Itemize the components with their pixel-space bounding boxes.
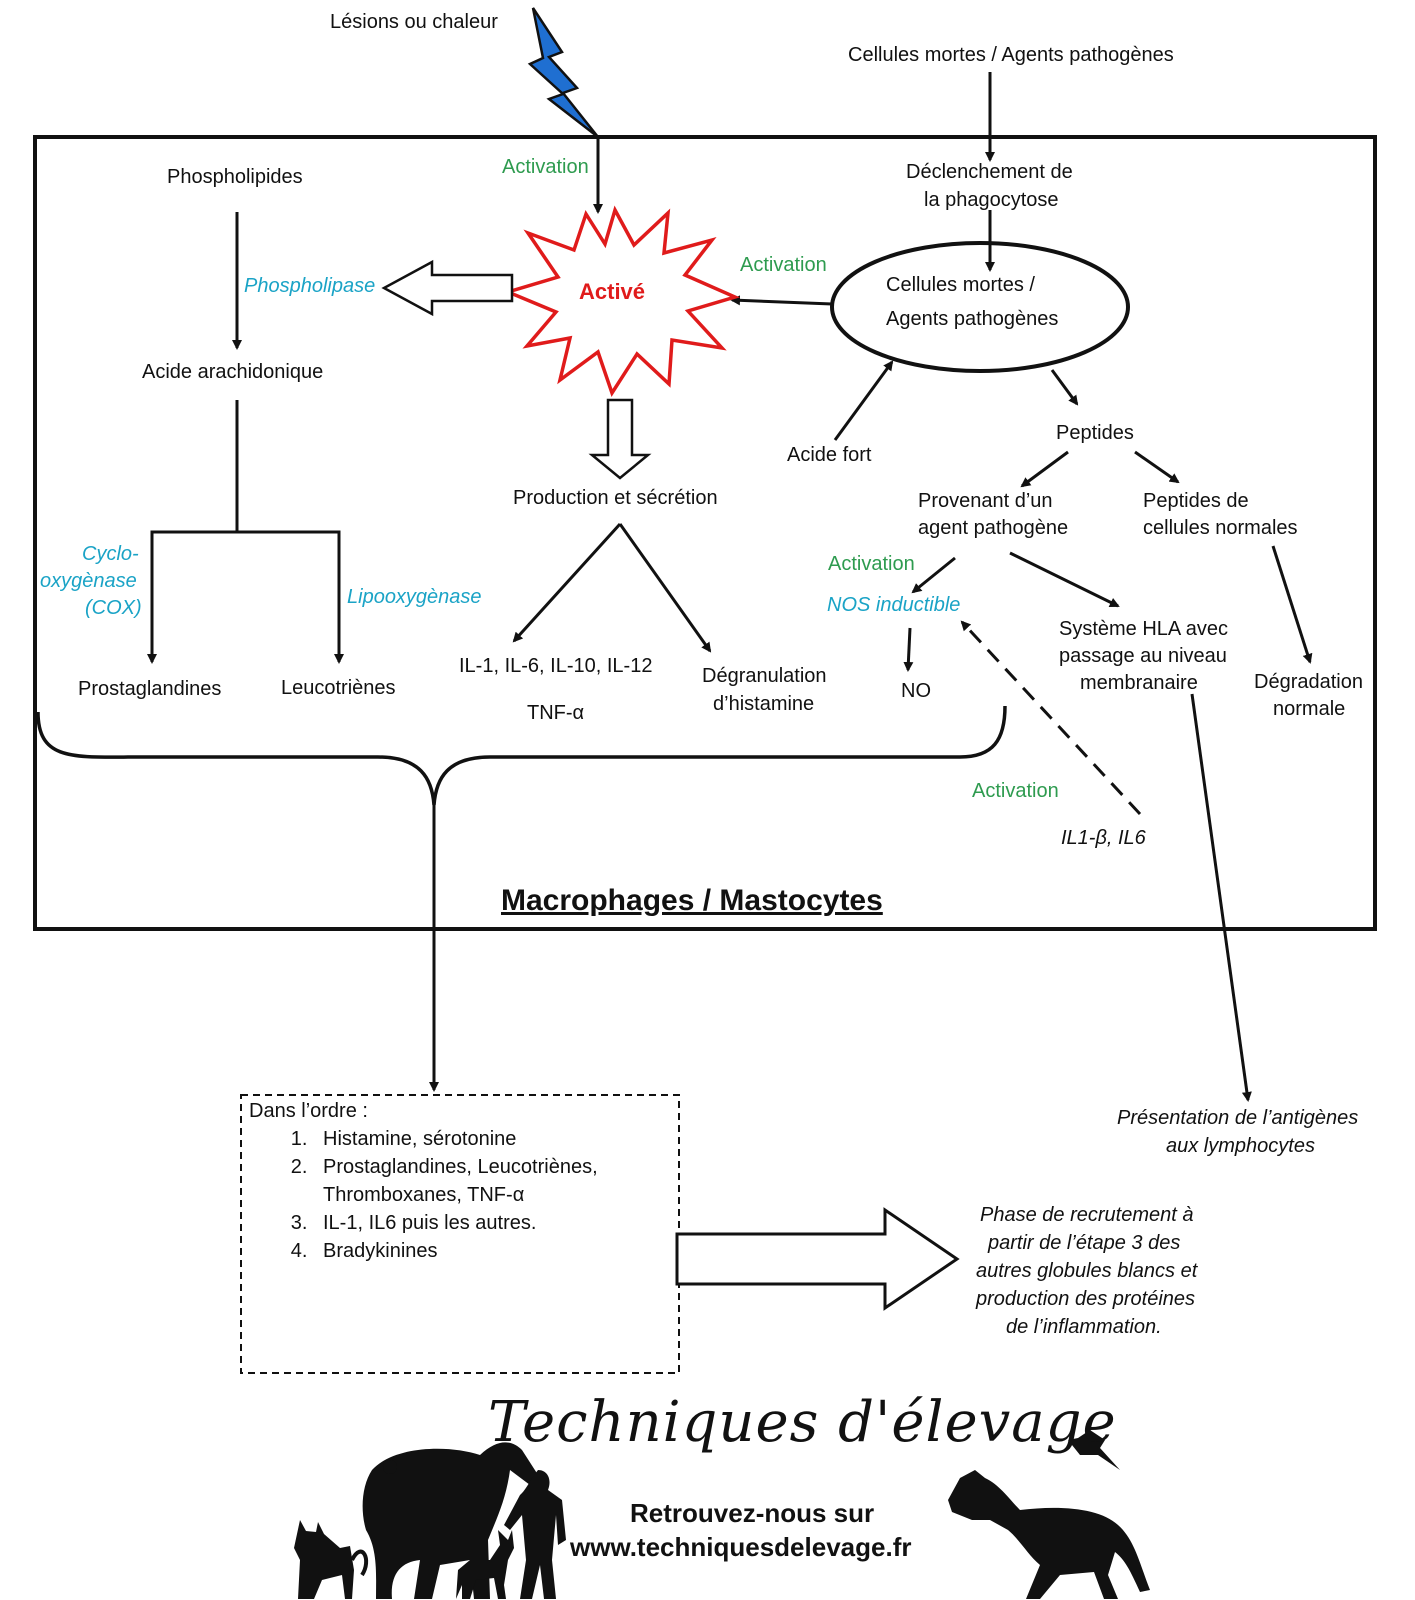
recrutement-label-2: partir de l’étape 3 des [988, 1232, 1181, 1254]
production-arrow [588, 398, 652, 480]
logo-line-1: Retrouvez-nous sur [630, 1498, 875, 1528]
order-heading: Dans l’ordre : [249, 1100, 368, 1122]
order-item: Bradykinines [313, 1237, 623, 1265]
order-list: Dans l’ordre : Histamine, sérotonine Pro… [249, 1097, 623, 1265]
presentation-label-2: aux lymphocytes [1166, 1135, 1315, 1157]
trigger-label: Lésions ou chaleur [330, 11, 498, 33]
arrow-peptides [1050, 369, 1079, 406]
degradation-label-2: normale [1273, 698, 1346, 720]
tnf-label: TNF-α [527, 702, 585, 724]
arrow-degranulation [618, 523, 712, 653]
phospholipides-label: Phospholipides [167, 166, 303, 188]
recrutement-arrow [675, 1207, 960, 1311]
arrow-degradation [1271, 545, 1313, 664]
activation-label-ellipse: Activation [740, 254, 827, 276]
phospholipase-label: Phospholipase [244, 275, 376, 297]
provenant-label-2: agent pathogène [918, 517, 1069, 539]
leucotrienes-label: Leucotriènes [281, 677, 396, 699]
logo-line-2: www.techniquesdelevage.fr [570, 1532, 912, 1562]
logo-title: Techniques d'élevage [488, 1390, 1117, 1455]
order-item: IL-1, IL6 puis les autres. [313, 1209, 623, 1237]
provenant-label-1: Provenant d’un [918, 490, 1053, 512]
hla-label-2: passage au niveau [1059, 645, 1227, 667]
prostaglandines-label: Prostaglandines [78, 678, 222, 700]
arrow-presentation [1190, 693, 1252, 1102]
pathogen-ellipse [830, 241, 1130, 373]
arrow-peptides-normales [1134, 450, 1180, 484]
lipooxygenase-label: Lipooxygènase [347, 586, 482, 608]
arrow-no [903, 627, 914, 672]
activation-label-top: Activation [502, 156, 589, 178]
degranulation-label-2: d’histamine [713, 693, 815, 715]
acide-fort-label: Acide fort [787, 444, 872, 466]
tree-branches [150, 530, 341, 658]
hla-label-3: membranaire [1080, 672, 1198, 694]
peptides-normales-label-2: cellules normales [1143, 517, 1298, 539]
declenchement-label-2: la phagocytose [924, 189, 1059, 211]
phospholipase-arrow [381, 259, 514, 317]
arrow-ellipse-active [730, 295, 833, 306]
peptides-label: Peptides [1056, 422, 1134, 444]
no-label: NO [901, 680, 931, 702]
arrow-acide-fort [833, 360, 894, 441]
cox-label-2: oxygènase [40, 570, 137, 592]
production-label: Production et sécrétion [513, 487, 718, 509]
grouping-brace [36, 705, 1007, 806]
recrutement-label-3: autres globules blancs et [976, 1260, 1198, 1282]
peptides-normales-label-1: Peptides de [1143, 490, 1249, 512]
lightning-icon [527, 7, 599, 138]
arrow-provenant [1020, 450, 1069, 488]
cox-label-1: Cyclo- [82, 543, 139, 565]
activation-label-nos: Activation [828, 553, 915, 575]
macrophages-box [33, 135, 1377, 931]
order-item: Histamine, sérotonine [313, 1125, 623, 1153]
top-right-label: Cellules mortes / Agents pathogènes [848, 44, 1174, 66]
animal-silhouettes [294, 1430, 1150, 1599]
active-starburst [502, 205, 741, 397]
cox-label-3: (COX) [85, 597, 142, 619]
presentation-label-1: Présentation de l’antigènes [1117, 1107, 1359, 1129]
il1b-label: IL1-β, IL6 [1061, 827, 1146, 849]
declenchement-label-1: Déclenchement de [906, 161, 1073, 183]
ellipse-label-1: Cellules mortes / [886, 274, 1035, 296]
box-title: Macrophages / Mastocytes [501, 884, 883, 917]
ellipse-label-2: Agents pathogènes [886, 308, 1059, 330]
interleukines-label: IL-1, IL-6, IL-10, IL-12 [459, 655, 653, 677]
activation-label-il: Activation [972, 780, 1059, 802]
hla-label-1: Système HLA avec [1059, 618, 1228, 640]
degranulation-label-1: Dégranulation [702, 665, 827, 687]
nos-label: NOS inductible [827, 594, 961, 616]
acide-arachidonique-label: Acide arachidonique [142, 361, 324, 383]
recrutement-label-5: de l’inflammation. [1006, 1316, 1162, 1338]
active-label: Activé [579, 279, 646, 304]
arrow-interleukines [512, 522, 622, 643]
arrow-il1b-dashed [960, 620, 1142, 816]
arrow-hla [1009, 551, 1120, 608]
order-item: Prostaglandines, Leucotriènes, Thromboxa… [313, 1153, 623, 1209]
degradation-label-1: Dégradation [1254, 671, 1363, 693]
recrutement-label-4: production des protéines [976, 1288, 1196, 1310]
arrow-nos [911, 556, 956, 594]
recrutement-label-1: Phase de recrutement à [980, 1204, 1194, 1226]
order-items: Histamine, sérotonine Prostaglandines, L… [249, 1125, 623, 1265]
